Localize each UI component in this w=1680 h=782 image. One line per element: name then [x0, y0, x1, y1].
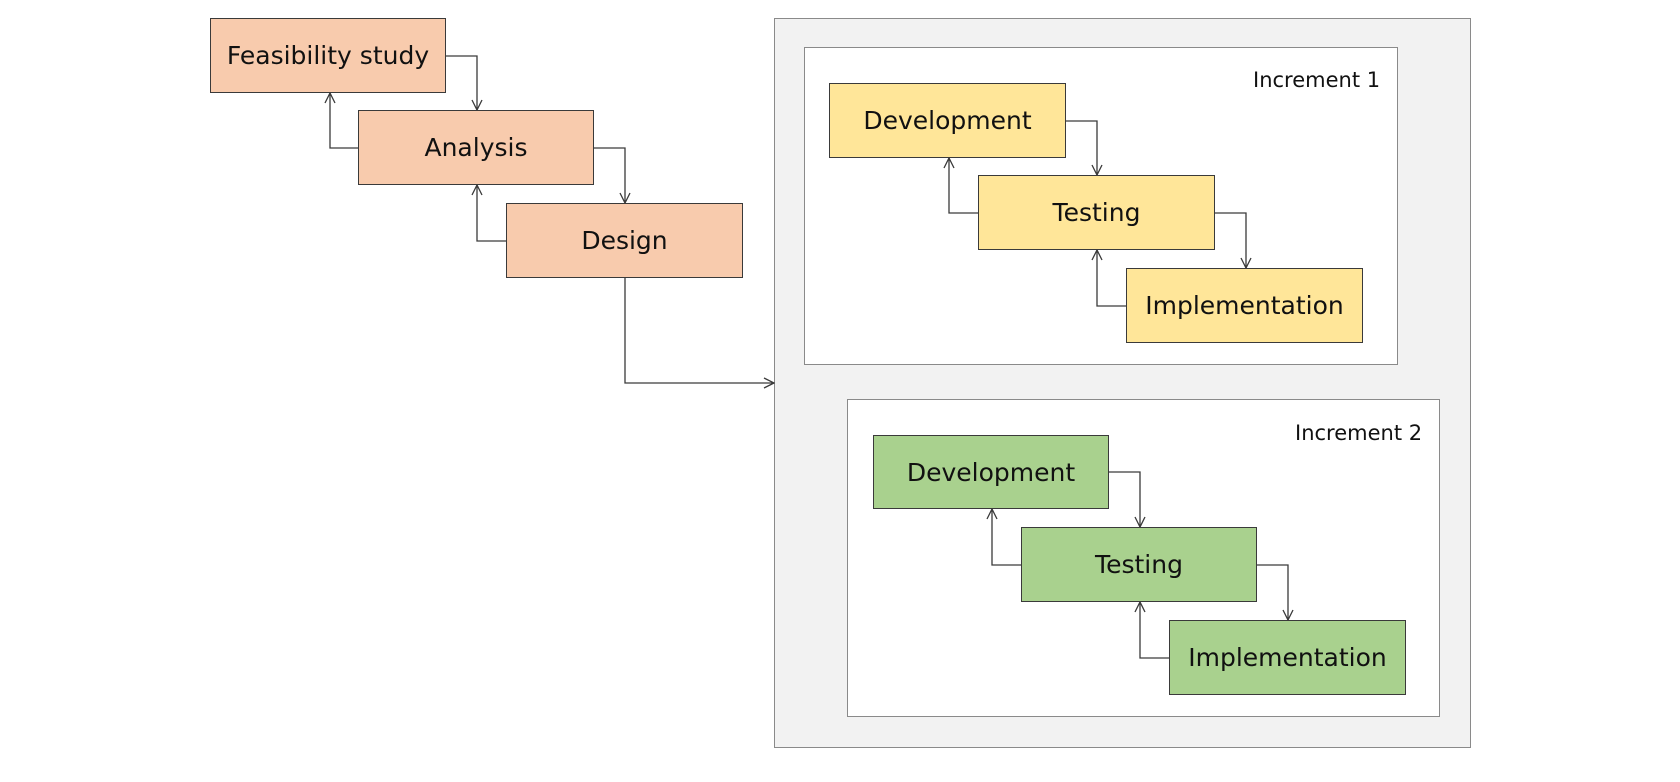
stage-analysis: Analysis [358, 110, 594, 185]
increment-1-label: Increment 1 [1253, 68, 1381, 92]
increment-2-implementation: Implementation [1169, 620, 1406, 695]
increment-1-implementation: Implementation [1126, 268, 1363, 343]
arrow-analysis-back-to-feasibility [330, 93, 358, 149]
increment-1-development: Development [829, 83, 1066, 158]
arrow-analysis-to-design [594, 147, 625, 203]
increment-2-development: Development [873, 435, 1109, 509]
stage-feasibility-study: Feasibility study [210, 18, 446, 93]
increment-2-testing: Testing [1021, 527, 1257, 602]
stage-design: Design [506, 203, 743, 278]
increment-2-label: Increment 2 [1295, 421, 1423, 445]
arrow-design-to-increments [624, 278, 774, 383]
arrow-design-back-to-analysis [477, 185, 506, 242]
increment-1-testing: Testing [978, 175, 1215, 250]
arrow-feasibility-to-analysis [446, 55, 477, 110]
